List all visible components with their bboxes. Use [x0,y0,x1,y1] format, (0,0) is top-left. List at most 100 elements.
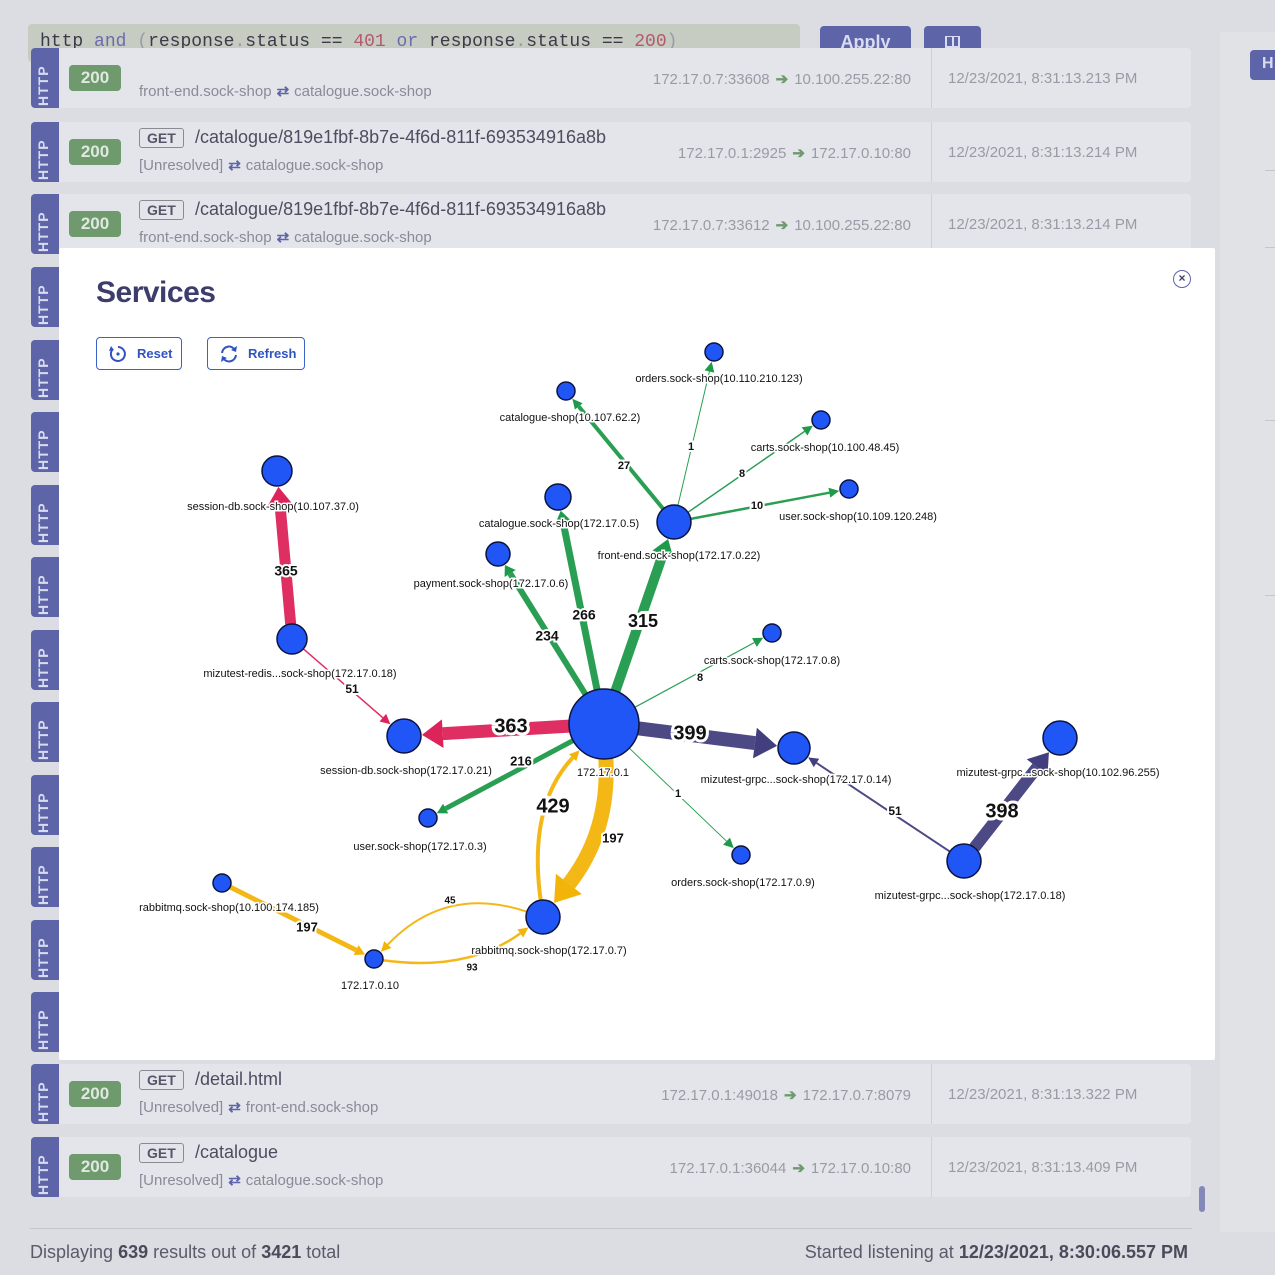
edge-redis-to-sdb1[interactable] [267,486,297,625]
refresh-button[interactable]: Refresh [207,337,305,370]
service-node-orders1[interactable] [704,342,724,362]
edge-line[interactable] [690,491,830,521]
node-circle[interactable] [568,688,640,760]
node-circle[interactable] [731,845,751,865]
service-node-hub[interactable] [568,688,640,760]
service-node-carts2[interactable] [762,623,782,643]
edge-hub-to-grpc14[interactable] [637,721,778,759]
destination-service[interactable]: catalogue.sock-shop [245,157,384,174]
node-circle[interactable] [364,949,384,969]
node-circle[interactable] [839,479,859,499]
edge-hub-to-pay[interactable] [504,565,589,696]
node-circle[interactable] [811,410,831,430]
node-circle[interactable] [418,808,438,828]
edge-line[interactable] [442,719,570,741]
close-icon[interactable]: × [1173,270,1191,288]
service-node-sdb2[interactable] [386,718,422,754]
service-node-grpc255[interactable] [1042,720,1078,756]
service-node-carts1[interactable] [811,410,831,430]
service-node-fe[interactable] [656,504,692,540]
destination-service[interactable]: catalogue.sock-shop [294,83,432,100]
edge-line[interactable] [637,721,756,751]
edge-line[interactable] [969,763,1042,852]
edge-line[interactable] [677,371,710,506]
edge-line[interactable] [382,932,522,965]
reset-button[interactable]: Reset [96,337,182,370]
source-service[interactable]: [Unresolved] [139,157,224,174]
filter-query-text[interactable]: http and (response.status == 401 or resp… [40,32,677,52]
edge-line[interactable] [387,902,528,946]
service-node-grpc18[interactable] [946,843,982,879]
edge-line[interactable] [562,758,614,889]
edge-fe-to-user1[interactable] [690,487,840,521]
edge-redis-to-sdb2[interactable] [302,648,391,725]
service-node-redis[interactable] [276,623,308,655]
node-circle[interactable] [485,541,511,567]
node-circle[interactable] [525,899,561,935]
service-node-n10[interactable] [364,949,384,969]
service-node-orders2[interactable] [731,845,751,865]
edge-hub-to-cat2[interactable] [555,510,601,691]
service-node-cat2[interactable] [544,483,572,511]
edge-line[interactable] [687,430,805,513]
edge-line[interactable] [815,762,951,853]
node-circle[interactable] [212,873,232,893]
entries-scrollbar[interactable] [1199,1186,1205,1212]
destination-service[interactable]: front-end.sock-shop [245,1099,379,1116]
node-circle[interactable] [946,843,982,879]
edge-fe-to-carts1[interactable] [687,425,813,513]
service-node-user2[interactable] [418,808,438,828]
edge-hub-to-fe[interactable] [610,539,674,693]
detail-panel-tab[interactable]: H [1250,50,1275,80]
edge-hub-to-carts2[interactable] [634,637,764,708]
node-circle[interactable] [656,504,692,540]
service-node-pay[interactable] [485,541,511,567]
edge-line[interactable] [228,884,358,953]
node-circle[interactable] [544,483,572,511]
node-circle[interactable] [777,731,811,765]
edge-line[interactable] [628,747,727,842]
edge-line[interactable] [274,503,297,625]
edge-line[interactable] [535,756,575,901]
edge-line[interactable] [577,405,665,511]
edge-grpc18-to-grpc255[interactable] [969,752,1049,852]
source-service[interactable]: [Unresolved] [139,1172,224,1189]
edge-line[interactable] [444,738,575,811]
edge-hub-to-orders2[interactable] [628,747,734,849]
edge-rmq-to-n10[interactable] [380,902,528,952]
node-circle[interactable] [556,381,576,401]
edge-rmq-to-hub[interactable] [535,750,580,901]
service-node-catsvc[interactable] [556,381,576,401]
service-node-sdb1[interactable] [261,455,293,487]
node-circle[interactable] [762,623,782,643]
filter-query-bar[interactable]: http and (response.status == 401 or resp… [28,24,800,62]
edge-line[interactable] [634,641,755,708]
edge-grpc18-to-grpc14[interactable] [808,757,951,853]
service-node-grpc14[interactable] [777,731,811,765]
edge-rmqsvc-to-n10[interactable] [228,884,366,955]
node-circle[interactable] [704,342,724,362]
node-circle[interactable] [386,718,422,754]
service-node-rmq[interactable] [525,899,561,935]
service-map-graph[interactable]: 3152662343632168399142919727181036551398… [59,248,1215,1060]
node-circle[interactable] [1042,720,1078,756]
service-node-rmqsvc[interactable] [212,873,232,893]
source-service[interactable]: front-end.sock-shop [139,83,272,100]
node-circle[interactable] [261,455,293,487]
edge-hub-to-user2[interactable] [436,738,575,814]
edge-line[interactable] [610,552,668,693]
destination-service[interactable]: catalogue.sock-shop [294,229,432,246]
source-service[interactable]: [Unresolved] [139,1099,224,1116]
node-circle[interactable] [276,623,308,655]
service-node-user1[interactable] [839,479,859,499]
edge-hub-to-rmq[interactable] [554,758,614,903]
destination-service[interactable]: catalogue.sock-shop [245,1172,384,1189]
edge-hub-to-sdb2[interactable] [421,719,570,748]
edge-line[interactable] [302,648,384,719]
edge-fe-to-catsvc[interactable] [572,398,665,511]
